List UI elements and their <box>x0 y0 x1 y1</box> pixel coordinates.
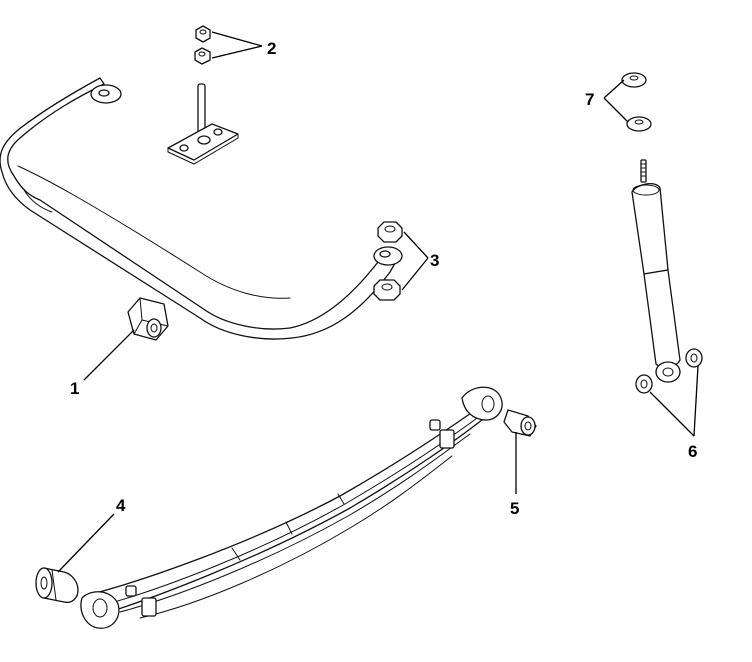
leader-1 <box>83 329 135 381</box>
leader-3 <box>401 231 429 291</box>
lower-shock-bushings <box>635 348 703 394</box>
callout-6: 6 <box>688 442 697 461</box>
spring-eye-bushing-rear <box>35 567 79 604</box>
callout-3: 3 <box>430 251 439 270</box>
callout-5: 5 <box>510 499 519 518</box>
nut-pair <box>194 25 211 65</box>
spring-eye-bushing-front <box>503 409 537 437</box>
callout-2: 2 <box>267 39 276 58</box>
bar-end-bushings <box>373 221 403 301</box>
stabilizer-bushing <box>127 297 169 341</box>
callout-labels: 1 2 3 4 5 6 7 <box>70 39 697 518</box>
leaf-spring <box>80 386 503 629</box>
upper-mount-washers <box>621 72 652 132</box>
leader-2 <box>211 31 263 59</box>
callout-4: 4 <box>116 496 126 515</box>
shock-absorber <box>631 159 681 383</box>
leader-4 <box>57 513 115 573</box>
leader-lines <box>57 31 699 573</box>
leader-7 <box>603 79 629 123</box>
leader-6 <box>649 365 699 437</box>
stabilizer-bar <box>0 77 403 340</box>
callout-7: 7 <box>585 90 594 109</box>
mounting-stud-plate <box>167 83 239 165</box>
callout-1: 1 <box>70 379 79 398</box>
